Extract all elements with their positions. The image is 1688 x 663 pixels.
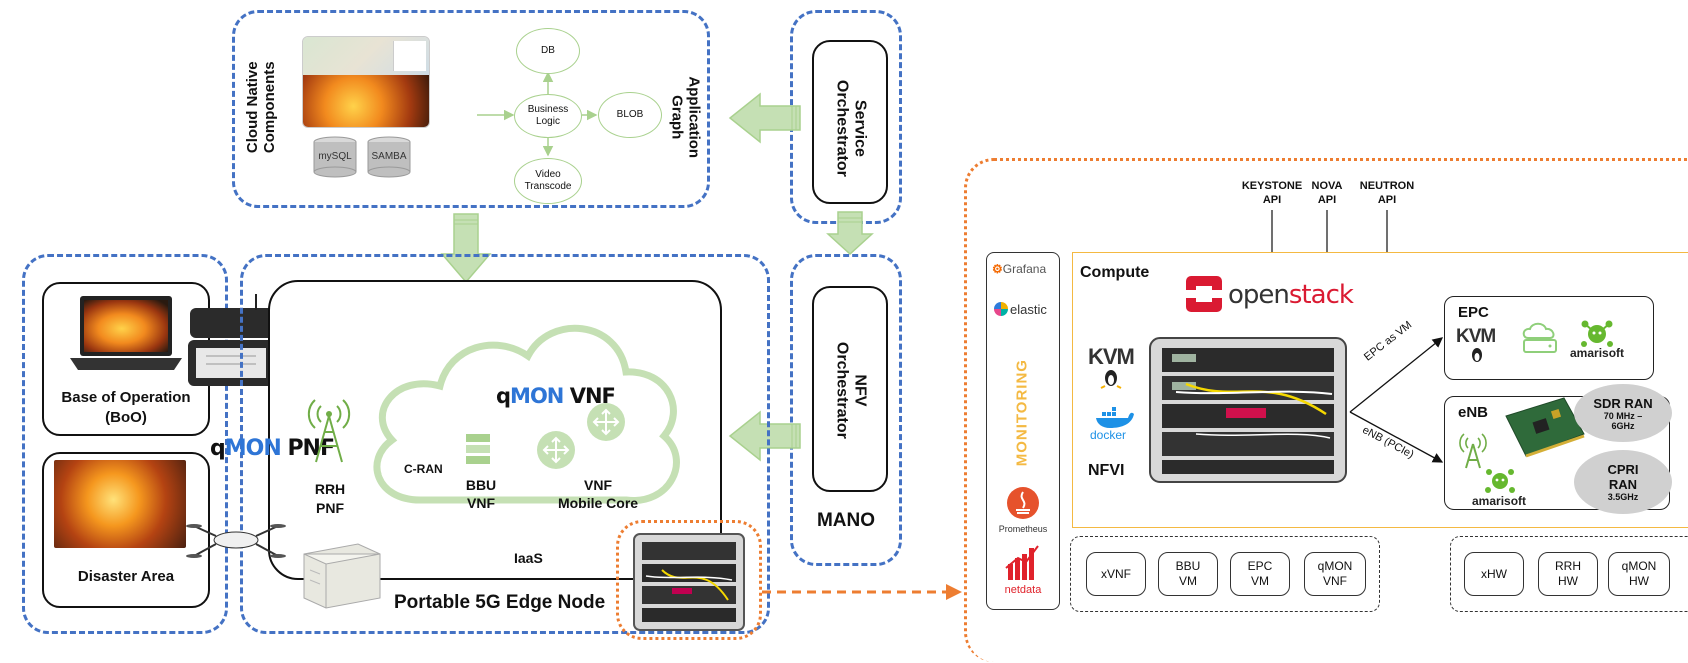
pcie-sdr-card-image [1505,397,1585,458]
epc-box [1444,296,1654,380]
enb-title: eNB [1458,404,1489,421]
samba-db-icon [367,136,411,178]
boo-label: Base of Operation(BoO) [61,389,191,426]
nfv-orchestrator-box [812,286,888,492]
edge-rack-server-image [633,533,745,631]
cloud-server-icon [1522,322,1557,353]
netdata-label: netdata [1004,584,1042,596]
cran-label: C-RAN [404,462,443,476]
elastic-icon [994,302,1008,316]
prometheus-label: Prometheus [998,524,1048,534]
rrh-antenna-icon [307,399,351,463]
epc-kvm-logo: KVM [1456,326,1496,347]
samba-label: SAMBA [371,151,407,162]
service-orchestrator-box [812,40,888,204]
enb-amarisoft-icon [1485,469,1515,493]
drone-image [186,524,286,558]
nfvi-label: NFVI [1088,462,1125,479]
docker-icon [1096,407,1134,428]
db-node: DB [516,28,580,74]
cpri-ran-oval: CPRI RAN 3.5GHz [1574,450,1672,514]
compute-title: Compute [1080,264,1150,281]
app-screenshot-image [302,36,430,128]
iaas-label: IaaS [514,550,543,566]
openstack-wordmark: openstack [1228,280,1354,310]
enb-antenna-icon [1459,433,1487,469]
openstack-icon [1186,276,1222,312]
edge-server-highlight [616,520,762,640]
router-icon [537,431,575,469]
epc-amarisoft-icon [1581,320,1613,347]
monitoring-panel [986,252,1060,610]
grafana-logo: ⚙Grafana [992,262,1047,276]
video-transcode-node: Video Transcode [514,158,582,204]
enb-amarisoft-label: amarisoft [1472,494,1527,508]
business-logic-node: Business Logic [514,94,582,138]
mano-label: MANO [816,510,876,531]
grafana-icon: ⚙ [992,262,1003,276]
portable-case-image [188,294,276,386]
laptop-image [70,296,182,370]
mysql-db-icon [313,136,357,178]
docker-label: docker [1090,428,1127,442]
kvm-penguin-icon [1100,370,1122,389]
nfvi-rack-server-image [1149,337,1347,483]
qmon-pnf-label: qMON PNF [210,436,335,461]
edge-node-label: Portable 5G Edge Node [394,592,606,613]
cloud-native-region [232,10,710,208]
router-icon-2 [587,403,625,441]
blob-node: BLOB [598,92,662,138]
enb-box [1444,396,1670,510]
sdr-ran-oval: SDR RAN 70 MHz – 6GHz [1574,384,1672,442]
vnf-cloud-shape [373,324,680,504]
disaster-fire-image [54,460,186,548]
rrh-hardware-image [303,543,381,609]
mano-region [790,254,902,566]
bbu-icon [466,434,490,464]
hw-group-panel [1450,536,1688,612]
elastic-logo: elastic [994,302,1058,317]
compute-box [1072,252,1688,528]
epc-amarisoft-label: amarisoft [1570,346,1625,360]
zoomed-node-region [964,158,1688,662]
epc-title: EPC [1458,304,1489,321]
edge-node-region [240,254,770,634]
prometheus-icon [1007,487,1039,519]
xhw-box: xHW [1464,552,1524,596]
vnf-group-panel [1070,536,1380,612]
epc-kvm-penguin-icon [1472,348,1482,362]
disaster-area-label: Disaster Area [77,568,175,585]
netdata-icon [1005,545,1039,580]
mysql-label: mySQL [318,151,352,162]
kvm-logo: KVM [1088,344,1135,369]
field-region [22,254,228,634]
xvnf-box: xVNF [1086,552,1146,596]
